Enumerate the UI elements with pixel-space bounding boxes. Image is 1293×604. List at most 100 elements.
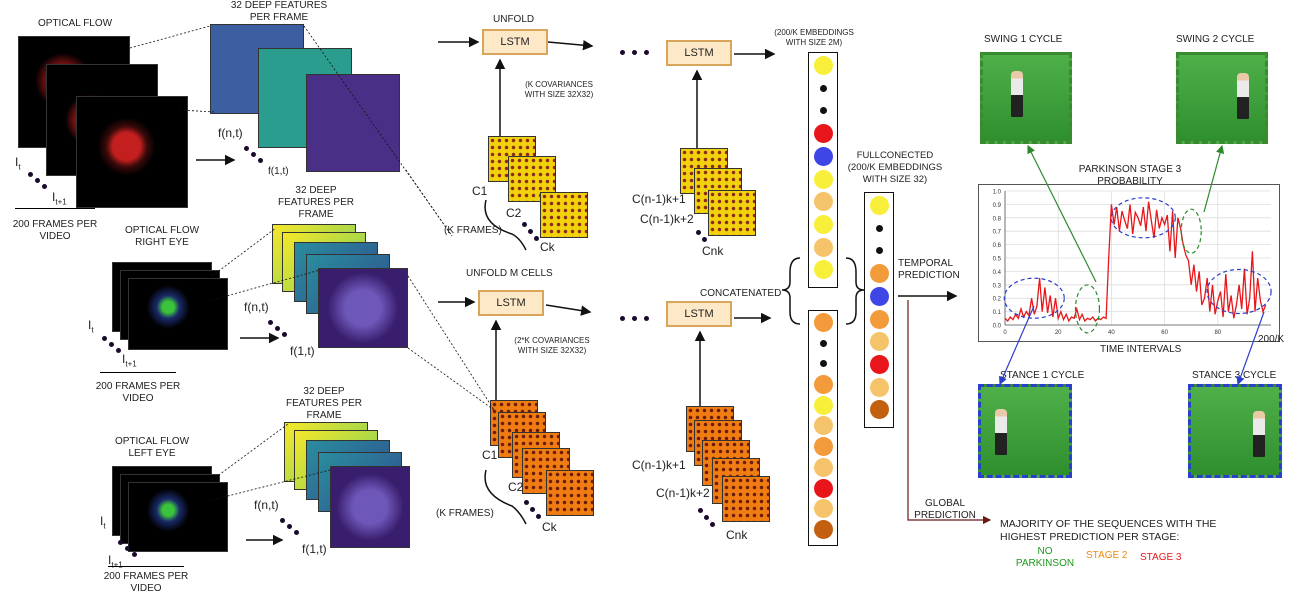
- person: [1011, 71, 1023, 117]
- it-label: It: [15, 155, 21, 172]
- ellipsis-dot: [251, 152, 256, 157]
- ellipsis-dot: [28, 172, 33, 177]
- 2k-covariances-label: (2*K COVARIANCES WITH SIZE 32X32): [514, 336, 590, 355]
- y-tick-label: 0.4: [993, 270, 1002, 276]
- optical-flow-left-label: OPTICAL FLOW LEFT EYE: [114, 436, 190, 459]
- lstm-cell: LSTM: [666, 301, 732, 327]
- arrow: [545, 304, 592, 316]
- y-tick-label: 0.0: [993, 324, 1002, 330]
- ellipsis-dot: [524, 500, 529, 505]
- embedding-circle: [869, 400, 889, 420]
- ellipsis-dot: [644, 50, 649, 55]
- ellipsis-dot: [528, 229, 533, 234]
- bracket: [781, 257, 801, 325]
- ellipsis-dot: [287, 524, 292, 529]
- embedding-circle: [813, 437, 833, 457]
- arrow: [547, 39, 594, 51]
- x-tick-label: 0: [1003, 330, 1007, 336]
- ellipsis-dot: [294, 530, 299, 535]
- optical-flow-frame: [128, 482, 228, 552]
- temporal-prediction-label: TEMPORAL PREDICTION: [898, 258, 960, 281]
- cn2-label: C(n-1)k+2: [656, 486, 710, 500]
- c1-label: C1: [482, 448, 498, 462]
- embedding-circle: [813, 519, 833, 539]
- optical-flow-frame: [128, 278, 228, 350]
- swing1-highlight: [1074, 284, 1101, 334]
- c2-label: C2: [508, 480, 524, 494]
- swing1-label: SWING 1 CYCLE: [984, 34, 1063, 45]
- fnt-label: f(n,t): [244, 300, 269, 314]
- ellipsis-dot: [819, 360, 827, 368]
- stance3-label: STANCE 3 CYCLE: [1192, 370, 1277, 381]
- cn1-label: C(n-1)k+1: [632, 192, 686, 206]
- ellipsis-dot: [268, 320, 273, 325]
- optical-flow-frame: [76, 96, 188, 208]
- optical-flow-label: OPTICAL FLOW: [38, 18, 113, 29]
- x-tick-label: 20: [1055, 330, 1062, 336]
- embedding-circle: [813, 215, 833, 235]
- frames-per-video-label: 200 FRAMES PER VIDEO: [88, 372, 188, 405]
- projection-line: [211, 423, 289, 481]
- stage2-label: STAGE 2: [1086, 550, 1128, 561]
- projection-line: [211, 227, 277, 277]
- covariance-matrix: [540, 192, 588, 238]
- swing2-video: [1176, 52, 1268, 144]
- it-label: It: [100, 514, 106, 531]
- ellipsis-dot: [244, 146, 249, 151]
- stance2-highlight: [1110, 197, 1176, 239]
- embedding-circle: [869, 332, 889, 352]
- ellipsis-dot: [620, 316, 625, 321]
- ellipsis-dot: [102, 336, 107, 341]
- k-frames-label: (K FRAMES): [444, 225, 502, 236]
- it-label: It: [88, 318, 94, 335]
- ellipsis-dot: [534, 236, 539, 241]
- ellipsis-dot: [125, 546, 130, 551]
- majority-label: MAJORITY OF THE SEQUENCES WITH THE HIGHE…: [1000, 518, 1217, 543]
- embedding-circle: [869, 309, 889, 329]
- embedding-circle: [813, 478, 833, 498]
- deep-features-top-label: 32 DEEP FEATURES PER FRAME: [230, 0, 328, 23]
- embedding-circle: [813, 260, 833, 280]
- c1-label: C1: [472, 184, 488, 198]
- projection-line: [129, 25, 211, 49]
- swing1-video: [980, 52, 1072, 144]
- ellipsis-dot: [42, 184, 47, 189]
- ellipsis-dot: [536, 514, 541, 519]
- feature-map: [330, 466, 410, 548]
- embedding-circle: [813, 237, 833, 257]
- swing2-label: SWING 2 CYCLE: [1176, 34, 1255, 45]
- ellipsis-dot: [696, 230, 701, 235]
- fullconnected-column: [864, 192, 894, 428]
- c2-label: C2: [506, 206, 522, 220]
- ellipsis-dot: [275, 326, 280, 331]
- lstm-cell: LSTM: [478, 290, 544, 316]
- person: [1237, 73, 1249, 119]
- embedding-circle: [813, 312, 833, 332]
- ck-label: Ck: [542, 520, 557, 534]
- fnt-label: f(n,t): [254, 498, 279, 512]
- f1t-label: f(1,t): [290, 344, 315, 358]
- covariance-matrix: [708, 190, 756, 236]
- embeddings-label: (200/K EMBEDDINGS WITH SIZE 2M): [774, 28, 854, 47]
- top-embedding-column: [808, 52, 838, 288]
- ellipsis-dot: [258, 158, 263, 163]
- series-line: [1004, 201, 1267, 323]
- fullconnected-label: FULLCONECTED (200/K EMBEDDINGS WITH SIZE…: [847, 150, 943, 185]
- ellipsis-dot: [875, 224, 883, 232]
- projection-line: [407, 347, 495, 411]
- feature-map: [306, 74, 400, 172]
- deep-features-mid-label: 32 DEEP FEATURES PER FRAME: [278, 185, 354, 220]
- ellipsis-dot: [704, 515, 709, 520]
- ellipsis-dot: [819, 107, 827, 115]
- y-tick-label: 0.2: [993, 297, 1002, 303]
- deep-features-bot-label: 32 DEEP FEATURES PER FRAME: [286, 386, 362, 421]
- y-tick-label: 0.7: [993, 230, 1002, 236]
- x-tick-label: 60: [1161, 330, 1168, 336]
- cnk-label: Cnk: [726, 528, 748, 542]
- it1-label: It+1: [122, 352, 137, 369]
- stage3-label: STAGE 3: [1140, 552, 1182, 563]
- swing2-highlight: [1180, 208, 1202, 254]
- embedding-circle: [813, 416, 833, 436]
